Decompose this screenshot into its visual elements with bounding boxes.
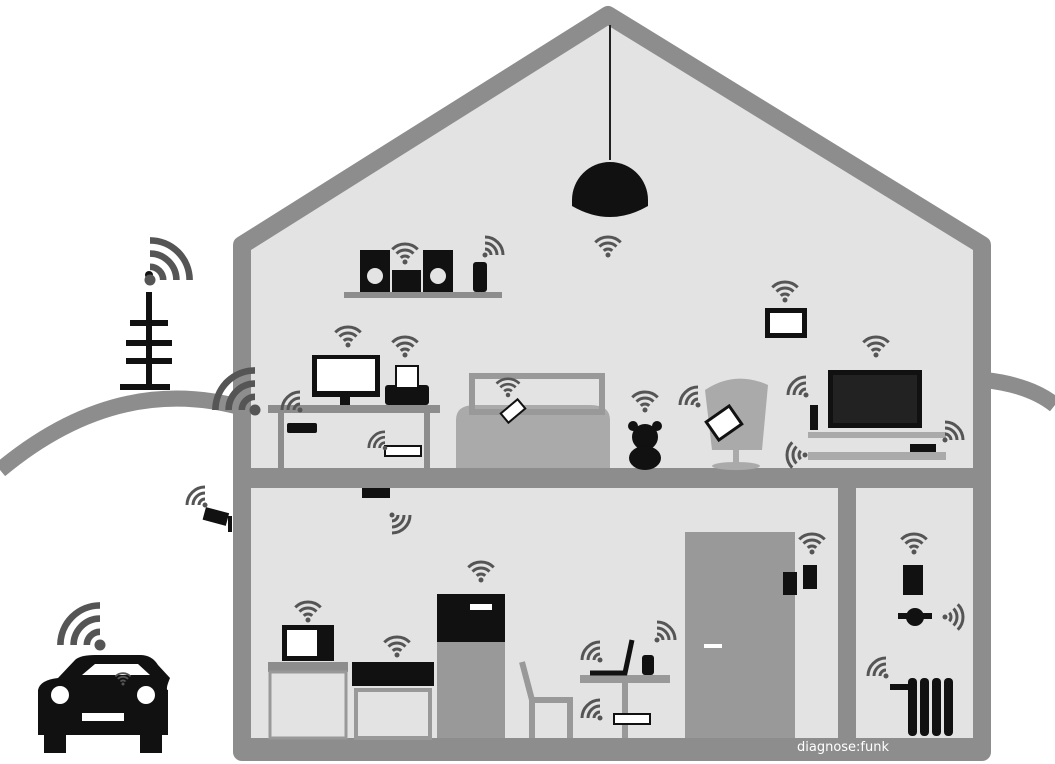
wifi-signal-icon: [482, 235, 505, 258]
cordless-phone-icon: [642, 655, 654, 675]
wifi-signal-icon: [367, 430, 388, 451]
wifi-signal-icon: [580, 640, 603, 663]
wifi-signal-icon: [942, 603, 965, 631]
router-icon: [287, 423, 317, 433]
wifi-signal-icon: [389, 512, 412, 535]
wifi-signal-icon: [185, 485, 208, 508]
wifi-signal-icon: [866, 656, 889, 679]
wifi-signal-icon: [900, 532, 928, 555]
meter-icon: [903, 565, 923, 595]
cell-tower-icon: [120, 271, 172, 390]
wifi-signal-icon: [678, 385, 701, 408]
chair-icon: [519, 661, 573, 738]
power-strip-icon-2: [613, 713, 651, 725]
wifi-signal-icon: [280, 390, 303, 413]
wifi-signal-icon: [785, 441, 808, 469]
wifi-signal-icon: [391, 335, 419, 358]
intercom-icon: [803, 565, 817, 589]
wifi-signal-icon: [942, 420, 965, 443]
game-console-icon: [910, 444, 936, 452]
tv-icon: [828, 370, 922, 428]
wifi-signal-icon: [580, 698, 603, 721]
monitor-icon: [312, 355, 380, 405]
door: [685, 532, 795, 738]
wifi-signal-icon: [771, 280, 799, 303]
power-strip-icon: [384, 445, 422, 457]
wifi-signal-icon: [862, 335, 890, 358]
wifi-signal-icon: [495, 377, 521, 398]
wifi-signal-icon: [212, 367, 261, 416]
ground-floor-line: [242, 738, 982, 754]
wifi-signal-icon: [786, 375, 809, 398]
wifi-signal-icon: [294, 600, 322, 623]
wifi-signal-icon: [144, 237, 193, 286]
stove-icon: [352, 662, 434, 740]
hill-right: [984, 372, 1055, 412]
tablet-icon: [704, 403, 744, 443]
floor-divider: [242, 468, 982, 488]
fridge-icon: [437, 594, 505, 738]
pendant-lamp-icon: [572, 162, 648, 217]
speaker-icon: [810, 405, 818, 430]
wifi-signals: [57, 235, 965, 721]
laptop-icon: [590, 639, 635, 676]
car-icon: [38, 655, 170, 753]
radiator-icon: [890, 678, 953, 736]
wifi-signal-icon: [334, 325, 362, 348]
hand-icon: [783, 572, 797, 595]
wifi-signal-icon: [383, 635, 411, 658]
teddy-bear-icon: [628, 421, 662, 470]
wifi-signal-icon: [594, 235, 622, 258]
brand-watermark: diagnose:funk: [797, 740, 890, 755]
wifi-signal-icon: [114, 672, 132, 686]
wifi-signal-icon: [631, 390, 659, 413]
room-wall: [838, 488, 856, 752]
wifi-signal-icon: [654, 620, 677, 643]
digital-frame-icon: [765, 308, 807, 338]
stereo-icon: [360, 250, 487, 292]
house-interior: [242, 15, 982, 752]
wifi-signal-icon: [798, 532, 826, 555]
bed-icon: [456, 405, 610, 468]
wifi-signal-icon: [57, 602, 106, 651]
security-camera-icon: [202, 507, 232, 532]
printer-icon: [385, 365, 429, 405]
water-meter-icon: [898, 608, 932, 626]
phone-icon: [499, 397, 527, 425]
smoke-detector-icon: [362, 488, 390, 498]
wifi-signal-icon: [391, 242, 419, 265]
wifi-signal-icon: [467, 560, 495, 583]
microwave-icon: [282, 625, 334, 661]
